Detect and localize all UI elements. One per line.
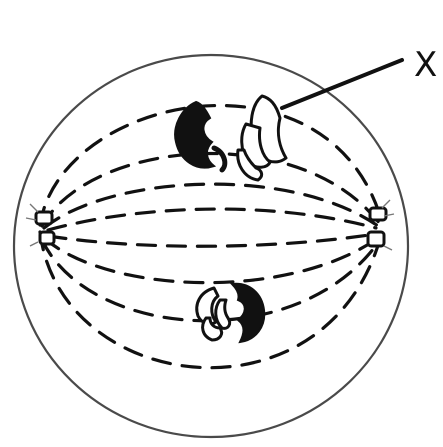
chromosome-group-upper: [175, 96, 286, 180]
label-pointer-line: [282, 60, 402, 108]
spindle-fibre-mid-2: [48, 234, 376, 246]
chromosome-group-lower: [197, 284, 264, 342]
centriole-right: [368, 200, 394, 250]
chromatid-dark-lower: [232, 284, 264, 342]
centriole-left: [26, 204, 54, 246]
chromatid-light-lower-3: [216, 300, 230, 328]
spindle-fibre-mid-1: [48, 209, 376, 230]
spindle-fibre-top-3: [44, 184, 378, 228]
chromatid-dark-upper: [175, 102, 214, 168]
label-x: X: [414, 45, 437, 85]
